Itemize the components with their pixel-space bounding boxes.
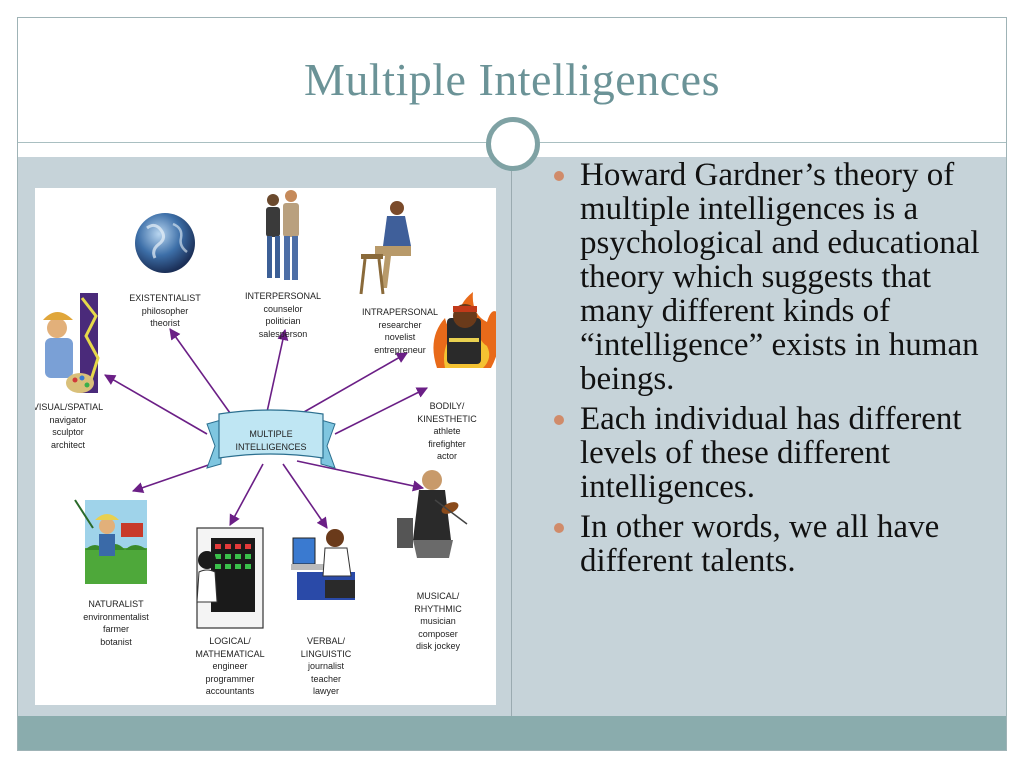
node-role: teacher bbox=[310, 673, 342, 684]
node-title: VISUAL/SPATIAL bbox=[35, 402, 104, 412]
node-existentialist: EXISTENTIALIST philosopher theorist bbox=[110, 292, 220, 330]
node-title: LOGICAL/ bbox=[209, 636, 251, 646]
footer-band bbox=[18, 716, 1006, 750]
bullet-item: Each individual has different levels of … bbox=[552, 402, 1002, 504]
globe-icon bbox=[135, 213, 195, 273]
node-bodily-kinesthetic: BODILY/ KINESTHETIC athlete firefighter … bbox=[407, 400, 487, 463]
arrow-logical bbox=[229, 463, 264, 526]
node-role: navigator bbox=[49, 414, 87, 425]
node-title: INTERPERSONAL bbox=[244, 291, 322, 301]
center-banner-icon bbox=[206, 409, 336, 469]
ring-ornament-icon bbox=[486, 117, 540, 171]
node-title: EXISTENTIALIST bbox=[129, 293, 201, 303]
node-role: composer bbox=[418, 628, 458, 639]
node-role: engineer bbox=[212, 661, 248, 671]
node-role: athlete bbox=[433, 426, 461, 436]
center-label-line-2: INTELLIGENCES bbox=[235, 441, 307, 452]
node-title: INTRAPERSONAL bbox=[361, 307, 439, 317]
arrow-visual bbox=[104, 374, 208, 435]
node-role: musician bbox=[420, 616, 456, 626]
calculator-icon bbox=[196, 527, 264, 629]
arrow-bodily bbox=[334, 387, 429, 435]
node-role: politician bbox=[265, 316, 301, 326]
node-role: researcher bbox=[378, 319, 422, 330]
node-role: counselor bbox=[263, 303, 303, 314]
connector-arrows bbox=[104, 328, 429, 529]
slide: Multiple Intelligences bbox=[17, 17, 1007, 751]
node-role: journalist bbox=[307, 661, 345, 671]
center-label-line-1: MULTIPLE bbox=[249, 429, 293, 439]
node-title: MATHEMATICAL bbox=[195, 648, 265, 659]
bullet-text: Each individual has different levels of … bbox=[580, 401, 962, 505]
intelligences-diagram: MULTIPLE INTELLIGENCES EXISTENTIALIST ph… bbox=[35, 188, 496, 705]
node-role: sculptor bbox=[52, 427, 84, 437]
node-role: botanist bbox=[100, 636, 132, 647]
node-title: KINESTHETIC bbox=[417, 413, 477, 424]
node-role: novelist bbox=[384, 332, 416, 342]
node-title: MUSICAL/ bbox=[416, 591, 460, 601]
node-role: firefighter bbox=[428, 438, 466, 449]
node-role: lawyer bbox=[312, 686, 339, 696]
arrow-naturalist bbox=[131, 460, 221, 494]
column-divider bbox=[511, 157, 512, 716]
node-role: farmer bbox=[102, 624, 129, 634]
node-title: RHYTHMIC bbox=[414, 603, 462, 614]
people-icon bbox=[266, 190, 299, 280]
node-role: theorist bbox=[150, 318, 180, 328]
node-musical-rhythmic: MUSICAL/ RHYTHMIC musician composer disk… bbox=[383, 590, 493, 653]
node-visual-spatial: VISUAL/SPATIAL navigator sculptor archit… bbox=[35, 401, 123, 451]
node-title: NATURALIST bbox=[88, 599, 144, 609]
arrow-verbal bbox=[282, 463, 328, 529]
bullet-text: Howard Gardner’s theory of multiple inte… bbox=[580, 157, 980, 397]
node-title: BODILY/ bbox=[429, 401, 465, 411]
node-interpersonal: INTERPERSONAL counselor politician sales… bbox=[228, 290, 338, 340]
node-verbal-linguistic: VERBAL/ LINGUISTIC journalist teacher la… bbox=[271, 635, 381, 698]
typist-icon bbox=[291, 529, 355, 600]
bullet-list: Howard Gardner’s theory of multiple inte… bbox=[552, 158, 1002, 584]
bullet-dot-icon bbox=[554, 523, 564, 533]
node-naturalist: NATURALIST environmentalist farmer botan… bbox=[61, 598, 171, 648]
farmer-icon bbox=[74, 499, 147, 584]
painter-icon bbox=[43, 293, 100, 393]
bullet-item: In other words, we all have different ta… bbox=[552, 510, 1002, 578]
bullet-dot-icon bbox=[554, 171, 564, 181]
node-intrapersonal: INTRAPERSONAL researcher novelist entrep… bbox=[345, 306, 455, 356]
bullet-dot-icon bbox=[554, 415, 564, 425]
center-label: MULTIPLE INTELLIGENCES bbox=[215, 428, 327, 453]
node-role: programmer bbox=[205, 673, 255, 684]
node-title: VERBAL/ bbox=[306, 636, 346, 646]
node-role: environmentalist bbox=[83, 611, 149, 622]
node-role: entrepreneur bbox=[374, 344, 426, 355]
node-title: LINGUISTIC bbox=[300, 648, 352, 659]
node-role: philosopher bbox=[141, 305, 189, 316]
slide-title: Multiple Intelligences bbox=[304, 54, 720, 105]
bullet-item: Howard Gardner’s theory of multiple inte… bbox=[552, 158, 1002, 396]
diagram-graphics bbox=[43, 190, 496, 629]
node-logical-mathematical: LOGICAL/ MATHEMATICAL engineer programme… bbox=[175, 635, 285, 698]
violinist-icon bbox=[397, 470, 468, 558]
arrow-existentialist bbox=[169, 328, 236, 421]
bullet-text: In other words, we all have different ta… bbox=[580, 509, 940, 579]
node-role: disk jockey bbox=[415, 641, 460, 651]
node-role: salesperson bbox=[258, 328, 308, 339]
node-role: accountants bbox=[205, 686, 255, 696]
arrow-interpersonal bbox=[266, 328, 289, 413]
firefighter-icon bbox=[433, 292, 496, 368]
node-role: architect bbox=[50, 439, 85, 450]
node-role: actor bbox=[436, 451, 457, 461]
thinker-icon bbox=[359, 201, 411, 295]
arrow-musical bbox=[296, 460, 425, 492]
arrow-intrapersonal bbox=[296, 352, 408, 417]
